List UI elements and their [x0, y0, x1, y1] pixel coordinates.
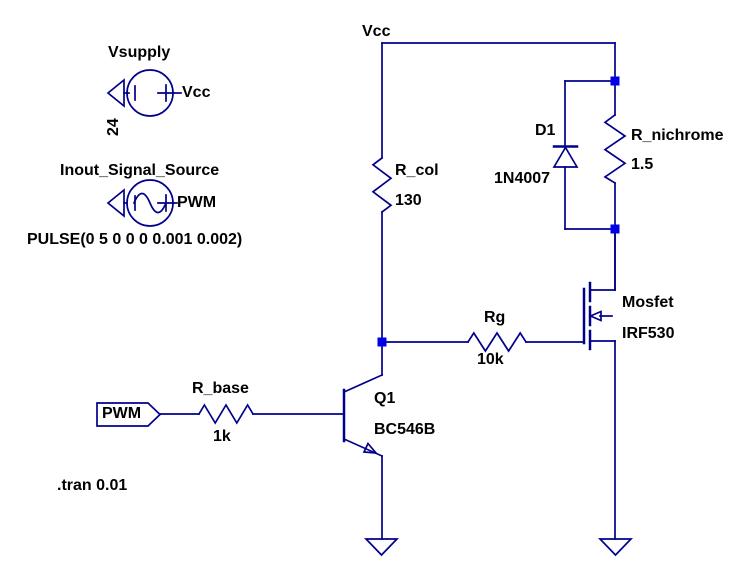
resistor-zigzag-icon — [603, 113, 627, 185]
rg-value-label[interactable]: 10k — [477, 351, 504, 368]
r-col-symbol[interactable] — [371, 42, 393, 376]
bjt-collector-lead — [342, 373, 384, 394]
vsupply-value-label[interactable]: 24 — [105, 118, 122, 136]
d1-symbol[interactable] — [552, 80, 616, 230]
vcc-rail-net-label[interactable]: Vcc — [362, 23, 391, 40]
resistor-zigzag-icon — [371, 156, 393, 214]
wire-junction-dot — [610, 224, 620, 234]
ground-symbol[interactable] — [597, 538, 634, 557]
pwm-port-label[interactable]: PWM — [102, 405, 142, 422]
resistor-zigzag-icon — [197, 403, 255, 425]
resistor-zigzag-icon — [466, 331, 528, 353]
mosfet-symbol[interactable] — [582, 281, 616, 351]
r-nichrome-value-label[interactable]: 1.5 — [631, 156, 654, 173]
r-base-value-label[interactable]: 1k — [213, 428, 231, 445]
diode-triangle-icon — [552, 145, 579, 168]
spice-directive-label[interactable]: .tran 0.01 — [57, 477, 128, 494]
r-base-symbol[interactable] — [159, 403, 345, 425]
q1-value-label[interactable]: BC546B — [374, 421, 436, 438]
vsupply-net-label[interactable]: Vcc — [182, 84, 211, 101]
q1-name-label[interactable]: Q1 — [374, 390, 396, 407]
q1-symbol[interactable] — [342, 373, 384, 540]
signal-source-net-label[interactable]: PWM — [177, 194, 217, 211]
signal-port-triangle-icon — [106, 188, 125, 218]
r-base-name-label[interactable]: R_base — [192, 380, 249, 397]
vsupply-name-label[interactable]: Vsupply — [108, 44, 171, 61]
wire-junction-dot — [610, 76, 620, 86]
d1-value-label[interactable]: 1N4007 — [494, 170, 551, 187]
net-port-flag-icon — [96, 402, 162, 427]
rg-name-label[interactable]: Rg — [484, 309, 506, 326]
r-nichrome-name-label[interactable]: R_nichrome — [631, 127, 724, 144]
wire-junction-dot — [377, 337, 387, 347]
r-col-name-label[interactable]: R_col — [395, 162, 439, 179]
signal-source-name-label[interactable]: Inout_Signal_Source — [60, 162, 220, 179]
mosfet-value-label[interactable]: IRF530 — [622, 325, 675, 342]
ground-symbol[interactable] — [363, 538, 400, 557]
d1-name-label[interactable]: D1 — [535, 122, 556, 139]
vsupply-port-triangle-icon — [106, 78, 125, 108]
mosfet-name-label[interactable]: Mosfet — [622, 294, 674, 311]
bjt-emitter-arrowhead-icon — [362, 441, 378, 455]
sine-wave-icon — [132, 192, 168, 214]
r-col-value-label[interactable]: 130 — [395, 192, 422, 209]
mosfet-body-arrowhead-icon — [588, 310, 602, 322]
vsupply-symbol[interactable] — [106, 69, 182, 117]
pwm-port-symbol[interactable] — [96, 402, 162, 427]
signal-source-symbol[interactable] — [106, 179, 178, 227]
signal-source-pulse-label[interactable]: PULSE(0 5 0 0 0 0.001 0.002) — [27, 231, 243, 248]
rg-symbol[interactable] — [381, 331, 585, 353]
